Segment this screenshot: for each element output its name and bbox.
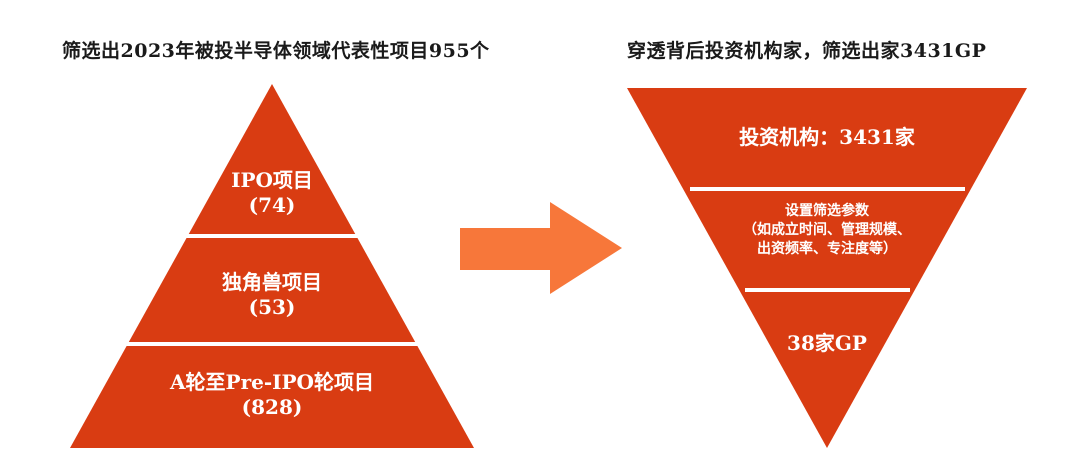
funnel-tier-filters: 设置筛选参数 （如成立时间、管理规模、 出资频率、专注度等） — [743, 202, 911, 259]
pyramid-tier-series-a-name: A轮至Pre-IPO轮项目 — [170, 370, 374, 394]
pyramid-shape — [70, 84, 474, 448]
funnel-heading: 穿透背后投资机构家，筛选出家3431GP — [627, 40, 987, 62]
pyramid-tier-ipo-count: (74) — [248, 193, 296, 217]
pyramid-tier-ipo: IPO项目 (74) — [231, 168, 313, 218]
pyramid-tier-unicorn-count: (53) — [248, 295, 296, 319]
funnel-tier-investors: 投资机构：3431家 — [739, 125, 915, 150]
right-arrow-icon — [460, 202, 622, 294]
funnel-tier-filters-line3: 出资频率、专注度等） — [757, 240, 897, 257]
pyramid-tier-unicorn-name: 独角兽项目 — [222, 270, 322, 294]
funnel-tier-filters-title: 设置筛选参数 — [785, 203, 869, 219]
pyramid-tier-unicorn: 独角兽项目 (53) — [222, 270, 322, 320]
funnel-tier-gp-text: 38家GP — [787, 331, 867, 355]
funnel-tier-filters-line2: （如成立时间、管理规模、 — [743, 221, 911, 238]
funnel-tier-gp: 38家GP — [787, 331, 867, 356]
pyramid-tier-series-a: A轮至Pre-IPO轮项目 (828) — [170, 370, 374, 420]
pyramid-tier-series-a-count: (828) — [241, 395, 303, 419]
funnel-tier-investors-text: 投资机构：3431家 — [739, 125, 915, 149]
pyramid-heading: 筛选出2023年被投半导体领域代表性项目955个 — [62, 40, 490, 62]
funnel-shape — [627, 88, 1027, 448]
pyramid-tier-ipo-name: IPO项目 — [231, 168, 313, 192]
